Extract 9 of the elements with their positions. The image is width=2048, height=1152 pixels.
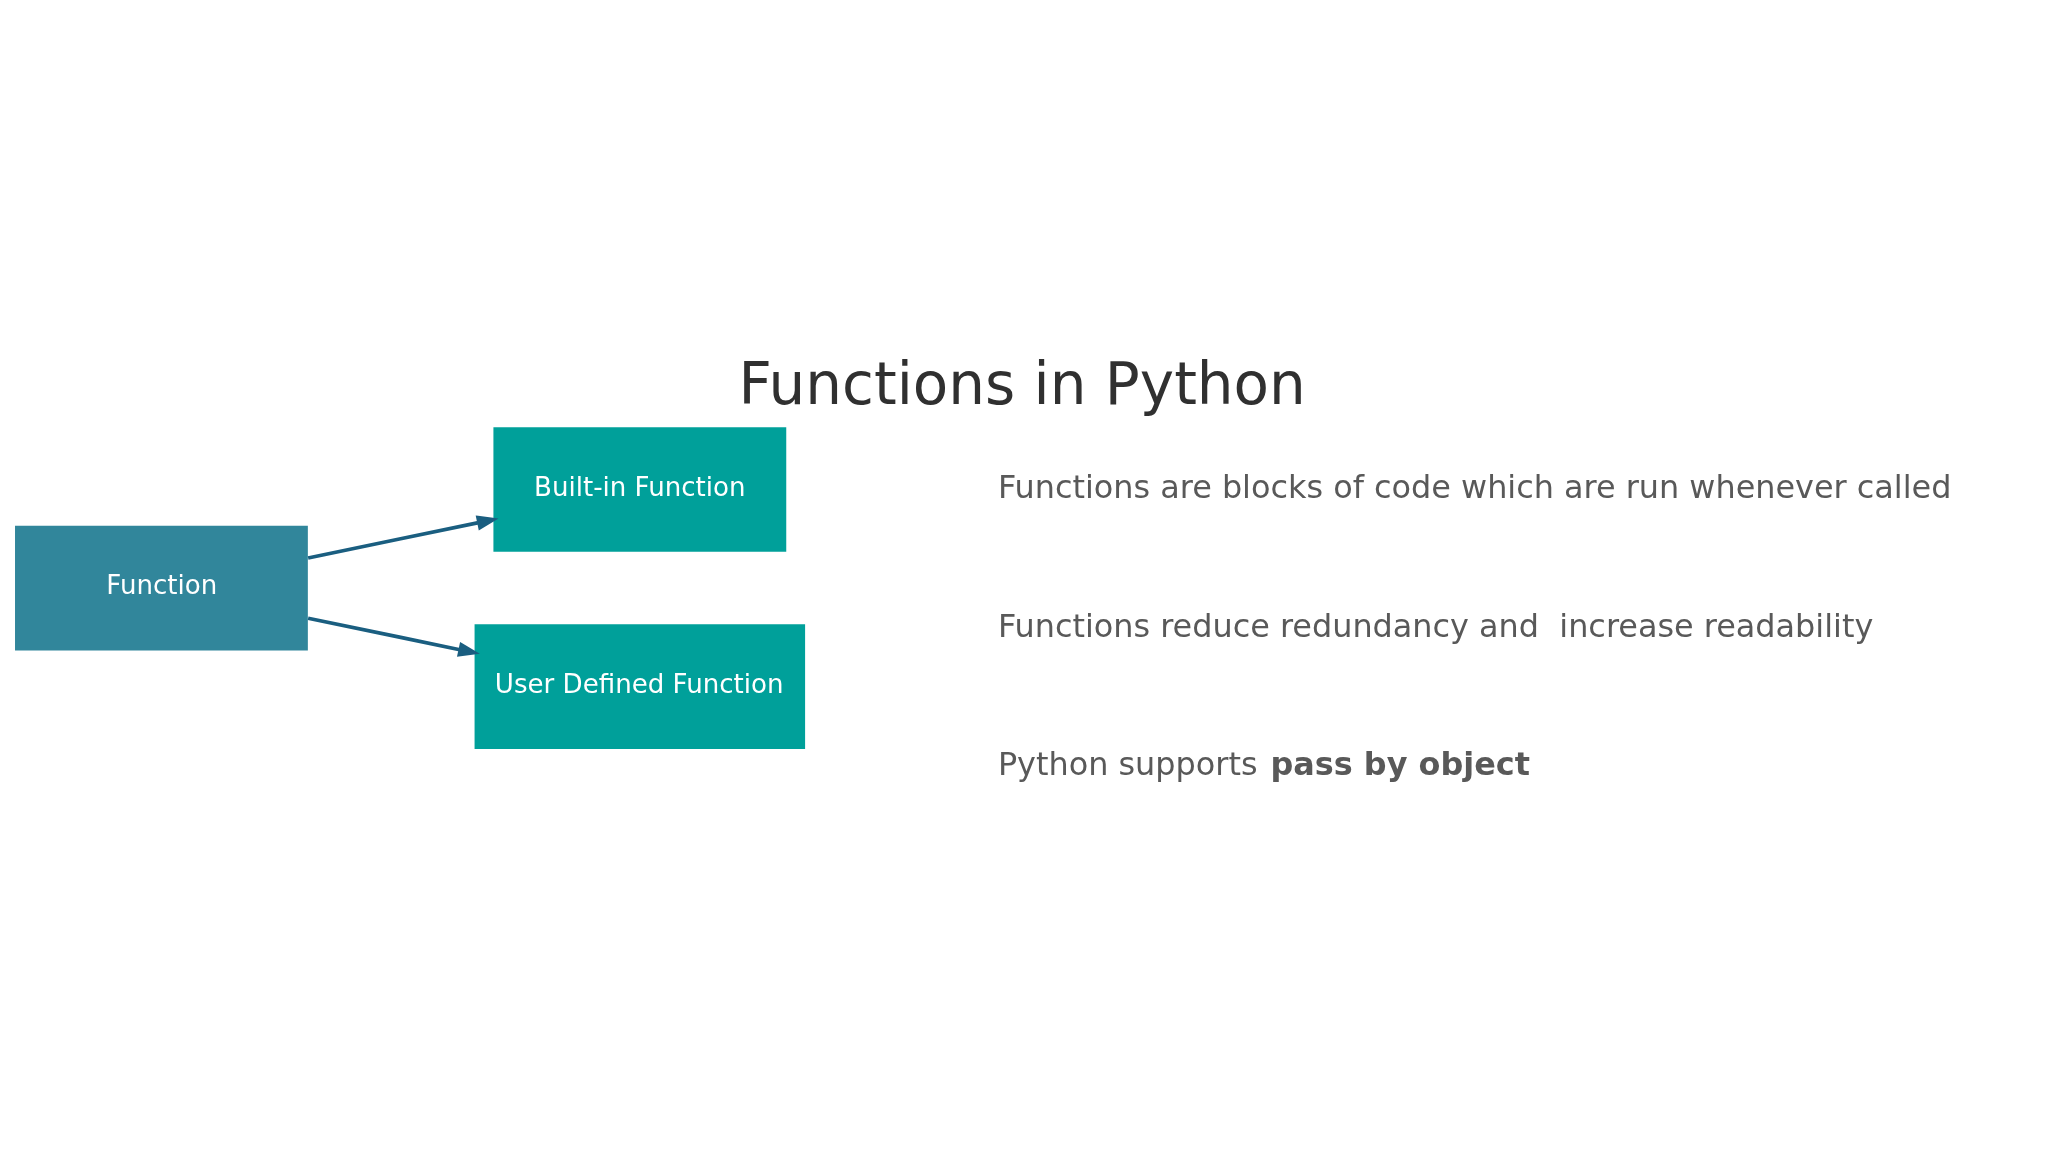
- node-box: Function: [15, 525, 308, 650]
- diagram-title: Functions in Python: [738, 349, 1306, 418]
- arrow: [307, 615, 480, 657]
- label: Functions reduce redundancy and increase readability: [997, 606, 1874, 645]
- node-box: User Defined Function: [474, 623, 806, 749]
- node-box: Built-in Function: [493, 426, 787, 552]
- label: Python supports pass by object: [997, 744, 1530, 783]
- arrow: [307, 514, 499, 560]
- label: Functions are blocks of code which are run whenever called: [997, 467, 1952, 506]
